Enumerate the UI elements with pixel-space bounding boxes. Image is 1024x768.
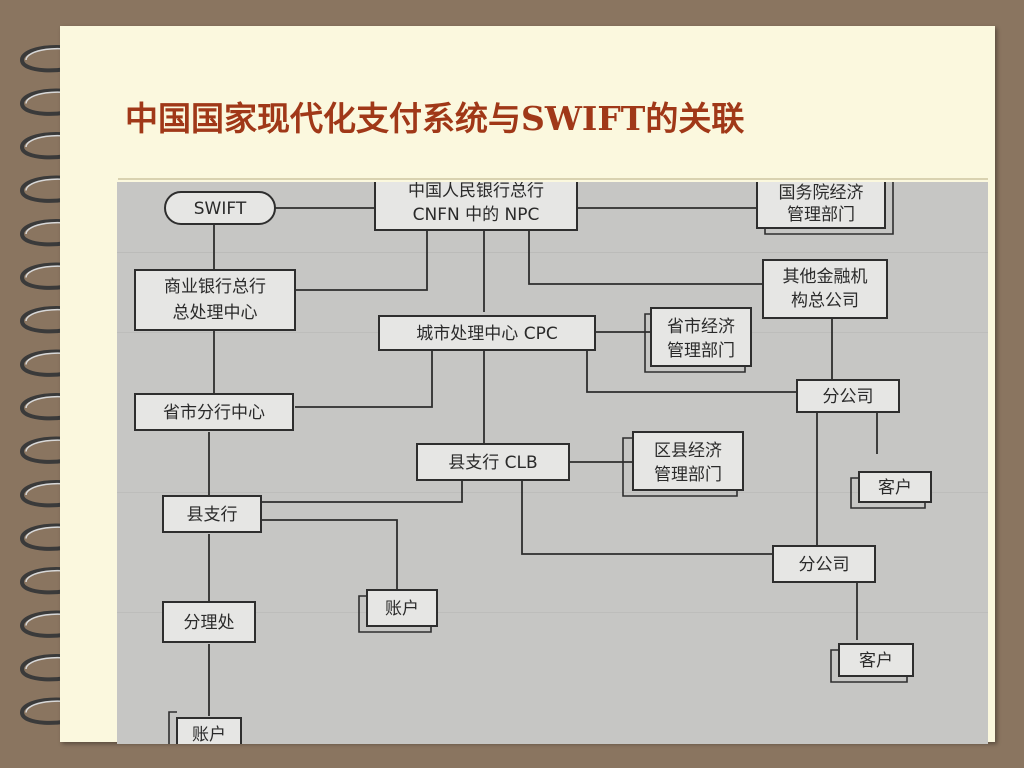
diagram-photo: SWIFT 中国人民银行总行 CNFN 中的 NPC 国务院经济 管理部门 商业… (117, 182, 988, 744)
node-account1-label: 账户 (385, 599, 419, 619)
slide-title: 中国国家现代化支付系统与SWIFT的关联 (125, 99, 745, 138)
node-state-council: 国务院经济 管理部门 (756, 182, 894, 235)
node-provecon-label-2: 管理部门 (667, 341, 735, 361)
node-countyecon-label-2: 管理部门 (654, 465, 722, 485)
node-account2-label: 账户 (192, 725, 226, 744)
node-provbranch-label: 省市分行中心 (163, 403, 265, 423)
edge-county-account1 (262, 519, 398, 590)
node-npc-label-2: CNFN 中的 NPC (413, 205, 540, 225)
payment-system-diagram: SWIFT 中国人民银行总行 CNFN 中的 NPC 国务院经济 管理部门 商业… (117, 182, 988, 744)
edge-cpc-branch1 (586, 350, 797, 393)
node-county-econ: 区县经济 管理部门 (622, 431, 744, 497)
node-provecon-label-1: 省市经济 (667, 317, 735, 337)
edge-county-clb (262, 480, 463, 503)
node-commercial-label-2: 总处理中心 (173, 303, 258, 323)
node-prov-econ: 省市经济 管理部门 (644, 307, 752, 373)
node-sub-office: 分理处 (162, 601, 256, 643)
node-county-bank: 县支行 (162, 495, 262, 533)
edge-clb-branch2 (521, 480, 773, 555)
node-countyecon-label-1: 区县经济 (654, 441, 722, 461)
node-clb: 县支行 CLB (416, 443, 570, 481)
node-commercial-bank: 商业银行总行 总处理中心 (134, 269, 296, 331)
node-state-council-label-2: 管理部门 (787, 205, 855, 225)
node-commercial-label-1: 商业银行总行 (164, 277, 266, 297)
edge-commercial-npc (295, 230, 428, 291)
node-branch-office-2: 分公司 (772, 545, 876, 583)
node-account-2: 账户 (168, 711, 242, 744)
edge-npc-otherfin (528, 230, 763, 285)
node-swift: SWIFT (164, 191, 276, 225)
node-countybank-label: 县支行 (187, 505, 238, 525)
node-suboffice-label: 分理处 (184, 613, 235, 633)
node-otherfin-label-1: 其他金融机 (783, 267, 868, 287)
diagram-edges (208, 207, 878, 716)
node-state-council-label-1: 国务院经济 (779, 183, 864, 203)
node-swift-label: SWIFT (194, 199, 247, 219)
node-npc: 中国人民银行总行 CNFN 中的 NPC (374, 182, 578, 231)
node-branch1-label: 分公司 (823, 387, 874, 407)
node-other-financial: 其他金融机 构总公司 (762, 259, 888, 319)
node-prov-branch: 省市分行中心 (134, 393, 294, 431)
node-branch-office-1: 分公司 (796, 379, 900, 413)
node-customer2-label: 客户 (859, 651, 893, 671)
node-branch2-label: 分公司 (799, 555, 850, 575)
node-npc-label-1: 中国人民银行总行 (408, 182, 544, 201)
node-customer1-label: 客户 (878, 478, 912, 498)
node-clb-label: 县支行 CLB (448, 453, 537, 473)
node-account-1: 账户 (358, 589, 438, 633)
node-cpc-label: 城市处理中心 CPC (416, 324, 557, 344)
node-cpc: 城市处理中心 CPC (378, 315, 596, 351)
node-customer-2: 客户 (830, 643, 914, 683)
node-otherfin-label-2: 构总公司 (791, 291, 859, 311)
edge-prov-cpc (295, 350, 433, 408)
node-customer-1: 客户 (850, 471, 932, 509)
title-divider (118, 178, 988, 180)
